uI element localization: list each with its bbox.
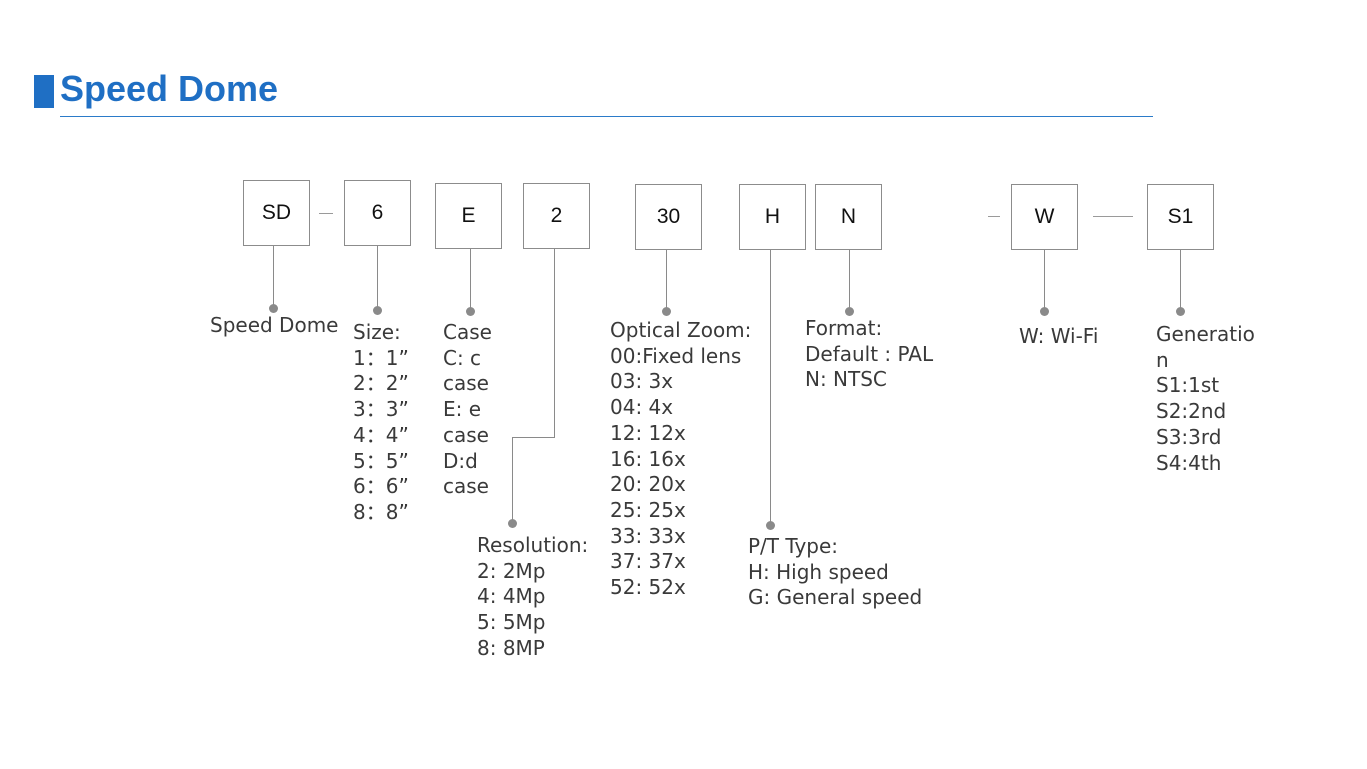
desc-line: 6：6” xyxy=(353,474,409,499)
desc-line: H: High speed xyxy=(748,559,889,584)
connector-line-sd xyxy=(273,246,274,308)
connector-dot-generation xyxy=(1176,307,1185,316)
desc-line: S2:2nd xyxy=(1156,399,1227,424)
code-box-generation: S1 xyxy=(1147,184,1214,250)
page-title: Speed Dome xyxy=(60,68,279,109)
desc-line: Default : PAL xyxy=(805,341,934,366)
desc-line: 4: 4Mp xyxy=(477,584,546,609)
desc-line: 8: 8MP xyxy=(477,635,545,660)
desc-line: 2：2” xyxy=(353,371,409,396)
connector-dot-sd xyxy=(269,304,278,313)
connector-dot-size xyxy=(373,306,382,315)
desc-wifi: W: Wi-Fi xyxy=(1019,324,1098,350)
connector-dot-case xyxy=(466,307,475,316)
desc-line: P/T Type: xyxy=(748,534,839,558)
connector-dot-resolution xyxy=(508,519,517,528)
connector-dot-pt xyxy=(766,521,775,530)
desc-line: Format: xyxy=(805,316,883,340)
desc-size: Size: 1：1” 2：2” 3：3” 4：4” 5：5” 6：6” 8：8” xyxy=(353,320,409,526)
code-box-pt: H xyxy=(739,184,806,250)
desc-generation: Generatio n S1:1st S2:2nd S3:3rd S4:4th xyxy=(1156,322,1255,476)
desc-line: Optical Zoom: xyxy=(610,318,752,342)
desc-line: 00:Fixed lens xyxy=(610,343,742,368)
desc-line: S1:1st xyxy=(1156,373,1220,398)
code-box-resolution: 2 xyxy=(523,183,590,249)
connector-line-size xyxy=(377,246,378,310)
desc-line: 33: 33x xyxy=(610,523,686,548)
code-box-case: E xyxy=(435,183,502,249)
desc-resolution: Resolution: 2: 2Mp 4: 4Mp 5: 5Mp 8: 8MP xyxy=(477,533,588,662)
desc-line: Generatio xyxy=(1156,322,1255,346)
desc-line: 5: 5Mp xyxy=(477,610,546,635)
desc-line: 25: 25x xyxy=(610,497,686,522)
desc-line: 2: 2Mp xyxy=(477,558,546,583)
desc-line: 12: 12x xyxy=(610,420,686,445)
desc-speed-dome: Speed Dome xyxy=(210,313,338,339)
connector-line-resolution xyxy=(554,249,555,437)
desc-line: Size: xyxy=(353,320,401,344)
desc-line: 20: 20x xyxy=(610,472,686,497)
title-accent-bar xyxy=(34,75,54,108)
desc-format: Format: Default : PAL N: NTSC xyxy=(805,316,933,393)
desc-line: S4:4th xyxy=(1156,450,1222,475)
desc-line: 37: 37x xyxy=(610,549,686,574)
connector-line-case xyxy=(470,249,471,311)
desc-line: case xyxy=(443,474,489,499)
connector-line-resolution xyxy=(512,437,513,523)
separator-dash xyxy=(1093,216,1133,217)
desc-pt-type: P/T Type: H: High speed G: General speed xyxy=(748,534,922,611)
desc-line: 52: 52x xyxy=(610,575,686,600)
desc-line: 4：4” xyxy=(353,422,409,447)
code-box-wifi: W xyxy=(1011,184,1078,250)
code-box-sd: SD xyxy=(243,180,310,246)
title-underline xyxy=(60,116,1153,117)
desc-line: 1：1” xyxy=(353,345,409,370)
code-box-size: 6 xyxy=(344,180,411,246)
separator-dash xyxy=(988,216,1000,217)
desc-line: C: c xyxy=(443,345,482,370)
desc-line: 3：3” xyxy=(353,397,409,422)
desc-line: E: e xyxy=(443,397,482,422)
desc-line: W: Wi-Fi xyxy=(1019,324,1099,348)
desc-line: 5：5” xyxy=(353,448,409,473)
code-box-format: N xyxy=(815,184,882,250)
desc-line: 03: 3x xyxy=(610,369,674,394)
desc-line: S3:3rd xyxy=(1156,424,1222,449)
desc-line: Case xyxy=(443,320,492,344)
desc-line: D:d xyxy=(443,448,478,473)
connector-dot-wifi xyxy=(1040,307,1049,316)
connector-dot-zoom xyxy=(662,307,671,316)
connector-line-generation xyxy=(1180,250,1181,312)
desc-line: N: NTSC xyxy=(805,367,887,392)
connector-dot-format xyxy=(845,307,854,316)
separator-dash xyxy=(319,213,333,214)
desc-line: G: General speed xyxy=(748,585,923,610)
desc-line: case xyxy=(443,422,489,447)
connector-line-wifi xyxy=(1044,250,1045,312)
desc-line: 16: 16x xyxy=(610,446,686,471)
desc-line: Resolution: xyxy=(477,533,589,557)
desc-line: 8：8” xyxy=(353,499,409,524)
desc-line: n xyxy=(1156,347,1169,372)
desc-line: Speed Dome xyxy=(210,313,339,337)
code-box-zoom: 30 xyxy=(635,184,702,250)
desc-case: Case C: c case E: e case D:d case xyxy=(443,320,492,500)
connector-line-zoom xyxy=(666,250,667,311)
desc-line: 04: 4x xyxy=(610,395,674,420)
connector-line-pt xyxy=(770,250,771,526)
desc-line: case xyxy=(443,371,489,396)
connector-line-resolution xyxy=(512,437,555,438)
connector-line-format xyxy=(849,250,850,312)
desc-optical-zoom: Optical Zoom: 00:Fixed lens 03: 3x 04: 4… xyxy=(610,318,751,601)
